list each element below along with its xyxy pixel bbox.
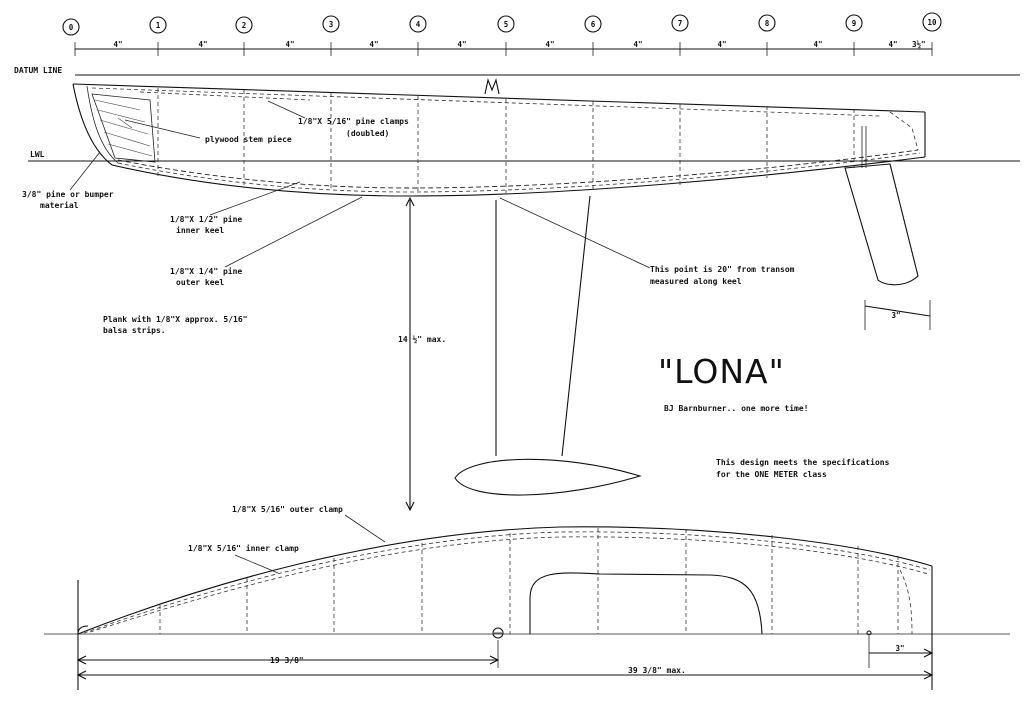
svg-text:outer keel: outer keel: [176, 278, 224, 287]
hull-profile: [72, 78, 926, 197]
svg-text:4: 4: [416, 20, 421, 29]
spacing-label: 4": [545, 40, 554, 49]
svg-text:(doubled): (doubled): [346, 129, 389, 138]
rudder-width-dimension: 3": [864, 300, 931, 330]
svg-text:3": 3": [895, 644, 904, 653]
spacing-label: 4": [888, 40, 897, 49]
station-marker-6: 6: [584, 15, 602, 33]
spacing-label: 4": [813, 40, 822, 49]
profile-annotations: plywood stem piece 1/8"X 5/16" pine clam…: [22, 100, 795, 335]
station-marker-0: 0: [62, 18, 80, 36]
station-marker-8: 8: [758, 14, 776, 32]
svg-text:3": 3": [891, 311, 900, 320]
station-marker-5: 5: [497, 15, 515, 33]
length-dimensions: 19 3/8" 39 3/8" max. 3": [76, 636, 934, 680]
station-marker-9: 9: [845, 14, 863, 32]
station-markers: 0 1 2 3 4 5 6 7 8 9 10: [62, 12, 942, 36]
station-marker-10: 10: [922, 12, 942, 32]
spacing-label: 4": [113, 40, 122, 49]
svg-text:8: 8: [765, 19, 770, 28]
svg-text:1/8"X 5/16" inner clamp: 1/8"X 5/16" inner clamp: [188, 543, 299, 553]
spacing-label: 4": [717, 40, 726, 49]
svg-text:39 3/8" max.: 39 3/8" max.: [628, 666, 686, 675]
mast-position: [492, 627, 504, 639]
svg-text:10: 10: [927, 18, 937, 27]
spec-note-1: This design meets the specifications: [716, 457, 890, 467]
spec-note-2: for the ONE METER class: [716, 470, 827, 479]
svg-text:0: 0: [69, 23, 74, 32]
spacing-label-last: 3½": [912, 40, 926, 49]
svg-text:1/8"X 1/2" pine: 1/8"X 1/2" pine: [170, 214, 242, 224]
svg-text:material: material: [40, 200, 79, 210]
station-marker-1: 1: [149, 16, 167, 34]
lwl-label: LWL: [30, 150, 45, 159]
deck-annotations: 1/8"X 5/16" outer clamp 1/8"X 5/16" inne…: [188, 505, 386, 574]
svg-text:inner keel: inner keel: [176, 225, 224, 235]
svg-text:1: 1: [156, 21, 161, 30]
svg-text:Plank with 1/8"X approx. 5/16": Plank with 1/8"X approx. 5/16": [103, 314, 248, 324]
svg-text:6: 6: [591, 20, 596, 29]
station-marker-3: 3: [322, 15, 340, 33]
svg-text:7: 7: [678, 19, 683, 28]
station-marker-2: 2: [235, 16, 253, 34]
spacing-label: 4": [198, 40, 207, 49]
keel-bulb: [454, 458, 642, 496]
svg-text:14 ½" max.: 14 ½" max.: [398, 334, 446, 344]
svg-text:2: 2: [242, 21, 247, 30]
svg-text:19 3/8": 19 3/8": [270, 656, 304, 665]
spacing-label: 4": [633, 40, 642, 49]
design-subtitle: BJ Barnburner.. one more time!: [664, 403, 809, 413]
svg-text:1/8"X 5/16" outer clamp: 1/8"X 5/16" outer clamp: [232, 505, 343, 514]
svg-text:1/8"X 1/4" pine: 1/8"X 1/4" pine: [170, 266, 242, 276]
keel-fin: [454, 195, 642, 496]
svg-text:measured along keel: measured along keel: [650, 277, 742, 286]
svg-text:This point is 20" from transom: This point is 20" from transom: [650, 264, 795, 274]
svg-text:plywood stem piece: plywood stem piece: [205, 134, 292, 144]
station-spacing-dimensions: 4" 4" 4" 4" 4" 4" 4" 4" 4" 4" 3½": [74, 40, 933, 56]
station-marker-4: 4: [409, 15, 427, 33]
svg-text:3: 3: [329, 20, 334, 29]
rudder: [844, 126, 919, 286]
deck-plan: [44, 526, 1010, 690]
design-title: "LONA": [658, 352, 785, 391]
svg-text:balsa strips.: balsa strips.: [103, 325, 166, 335]
datum-line-label: DATUM LINE: [14, 66, 62, 75]
deck-hatch: [529, 572, 763, 635]
mast-mark: [484, 78, 500, 95]
spacing-label: 4": [285, 40, 294, 49]
svg-text:3/8" pine or bumper: 3/8" pine or bumper: [22, 189, 114, 199]
station-marker-7: 7: [671, 14, 689, 32]
depth-dimension: 14 ½" max.: [398, 196, 446, 512]
svg-text:5: 5: [504, 20, 509, 29]
svg-text:9: 9: [852, 19, 857, 28]
spacing-label: 4": [457, 40, 466, 49]
svg-text:1/8"X 5/16" pine clamps: 1/8"X 5/16" pine clamps: [298, 116, 409, 126]
spacing-label: 4": [369, 40, 378, 49]
